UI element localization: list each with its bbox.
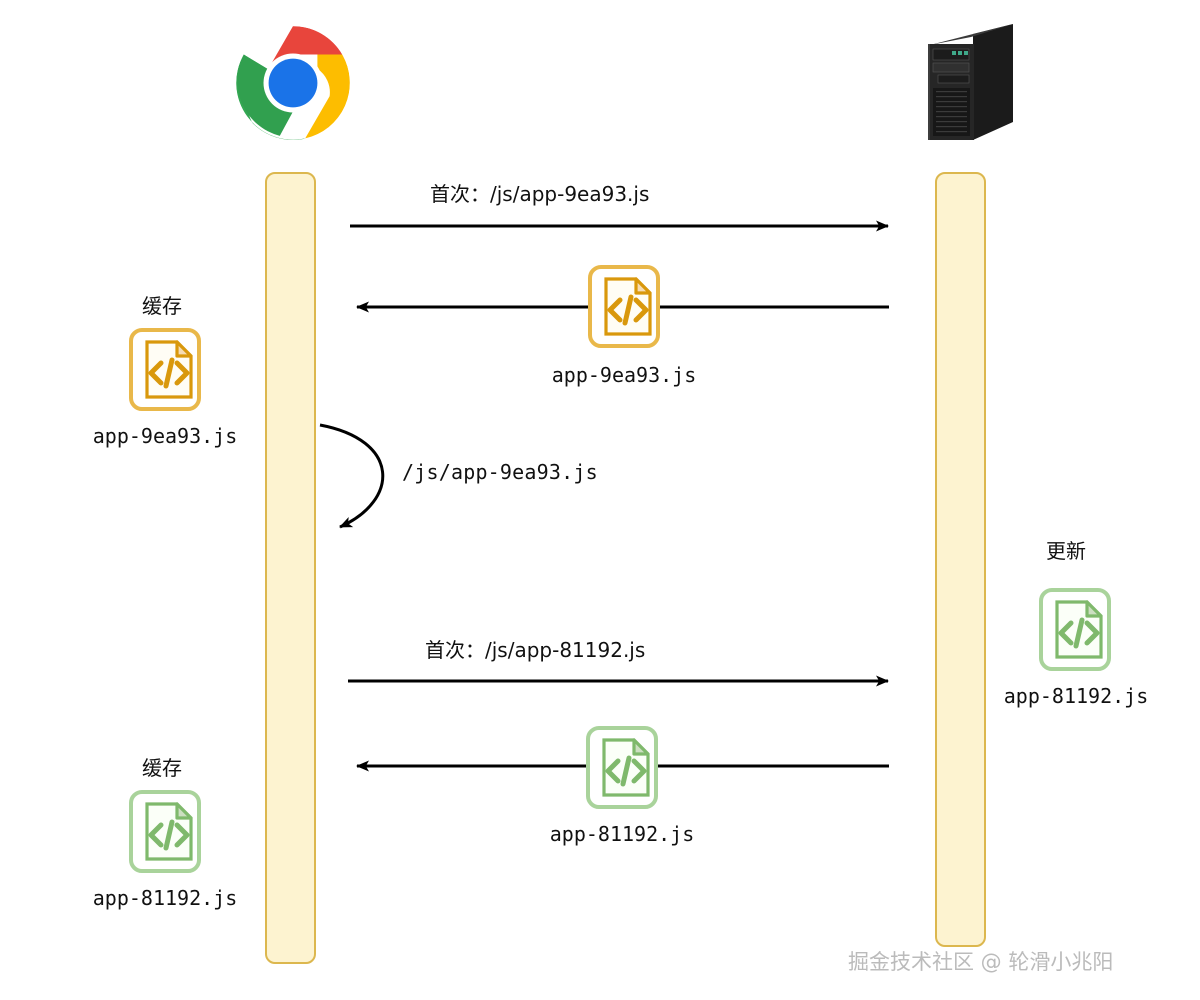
server-tower-icon: [905, 18, 1020, 148]
self-loop-arrow: [319, 423, 385, 529]
server-update-code-file-icon: [1039, 588, 1111, 671]
payload-first-filename: app-9ea93.js: [551, 363, 697, 387]
server-update-title: 更新: [1046, 539, 1086, 563]
chrome-logo-icon: [232, 22, 354, 144]
watermark-text: 掘金技术社区 @ 轮滑小兆阳: [848, 950, 1114, 974]
cache-first-title: 缓存: [142, 294, 182, 318]
cache-second-title: 缓存: [142, 756, 182, 780]
payload-first-code-file-icon: [588, 265, 660, 348]
cache-first-code-file-icon: [129, 328, 201, 411]
server-lifeline: [935, 172, 986, 947]
request-1-label: 首次：/js/app-9ea93.js: [430, 182, 650, 206]
cache-second-code-file-icon: [129, 790, 201, 873]
payload-second-filename: app-81192.js: [549, 822, 695, 846]
client-lifeline: [265, 172, 316, 964]
server-update-filename: app-81192.js: [1003, 684, 1149, 708]
cache-second-filename: app-81192.js: [92, 886, 238, 910]
request-2-label: 首次：/js/app-81192.js: [425, 638, 646, 662]
cache-first-filename: app-9ea93.js: [92, 424, 238, 448]
payload-second-code-file-icon: [586, 726, 658, 809]
self-loop-label: /js/app-9ea93.js: [402, 460, 598, 484]
